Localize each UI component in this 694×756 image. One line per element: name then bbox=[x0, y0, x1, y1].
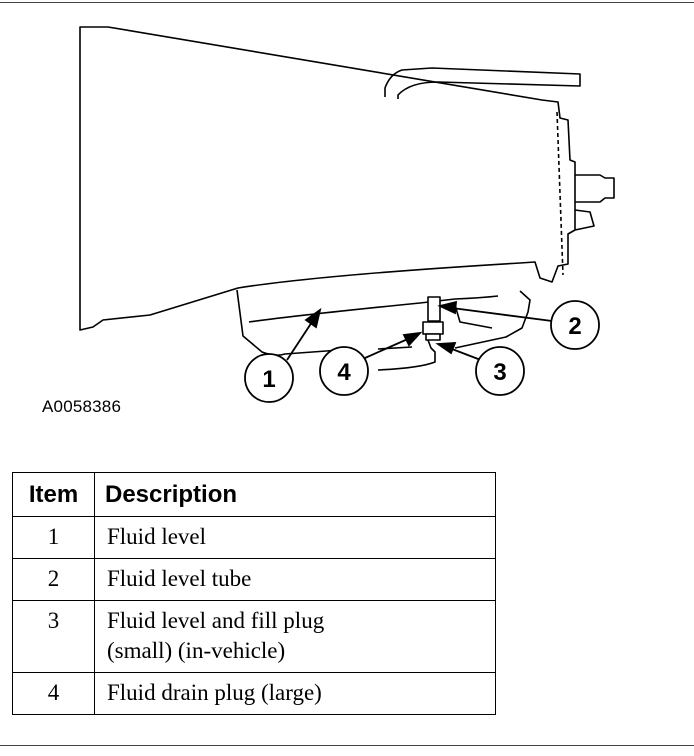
fill-plug bbox=[422, 321, 444, 335]
bottom-rule bbox=[0, 745, 694, 746]
item-description: Fluid drain plug (large) bbox=[94, 672, 496, 715]
item-column-header: Item bbox=[12, 472, 95, 517]
legend-header-row: Item Description bbox=[12, 472, 496, 517]
callout-circle-1 bbox=[244, 353, 294, 403]
table-row: 4 Fluid drain plug (large) bbox=[12, 672, 496, 715]
callout-label-2: 2 bbox=[568, 313, 581, 340]
item-description: Fluid level bbox=[94, 516, 496, 559]
item-description: Fluid level tube bbox=[94, 558, 496, 601]
item-number: 1 bbox=[12, 516, 95, 559]
item-number: 4 bbox=[12, 672, 95, 715]
transmission-case bbox=[79, 26, 576, 331]
top-rule bbox=[0, 2, 694, 3]
callout-circle-3 bbox=[475, 346, 525, 396]
description-column-header: Description bbox=[94, 472, 496, 517]
filler-tube bbox=[384, 67, 581, 99]
fluid-level-tube bbox=[427, 296, 441, 322]
table-row: 2 Fluid level tube bbox=[12, 558, 496, 601]
figure-id: A0058386 bbox=[42, 397, 122, 416]
oil-pan bbox=[236, 289, 341, 356]
legend-table: Item Description 1 Fluid level 2 Fluid l… bbox=[12, 472, 496, 715]
table-row: 1 Fluid level bbox=[12, 516, 496, 559]
table-row: 3 Fluid level and fill plug (small) (in-… bbox=[12, 600, 496, 673]
case-seam bbox=[556, 111, 564, 276]
item-number: 2 bbox=[12, 558, 95, 601]
transmission-diagram: 1 2 3 4 bbox=[79, 26, 615, 403]
callout-label-4: 4 bbox=[337, 359, 351, 386]
item-description: Fluid level and fill plug (small) (in-ve… bbox=[94, 600, 496, 673]
drain-plug bbox=[425, 333, 441, 341]
callout-label-1: 1 bbox=[262, 366, 275, 393]
item-number: 3 bbox=[12, 600, 95, 673]
callout-label-3: 3 bbox=[493, 359, 506, 386]
callout-circle-2 bbox=[550, 300, 600, 350]
callout-circle-4 bbox=[319, 346, 369, 396]
output-shaft bbox=[575, 174, 615, 203]
